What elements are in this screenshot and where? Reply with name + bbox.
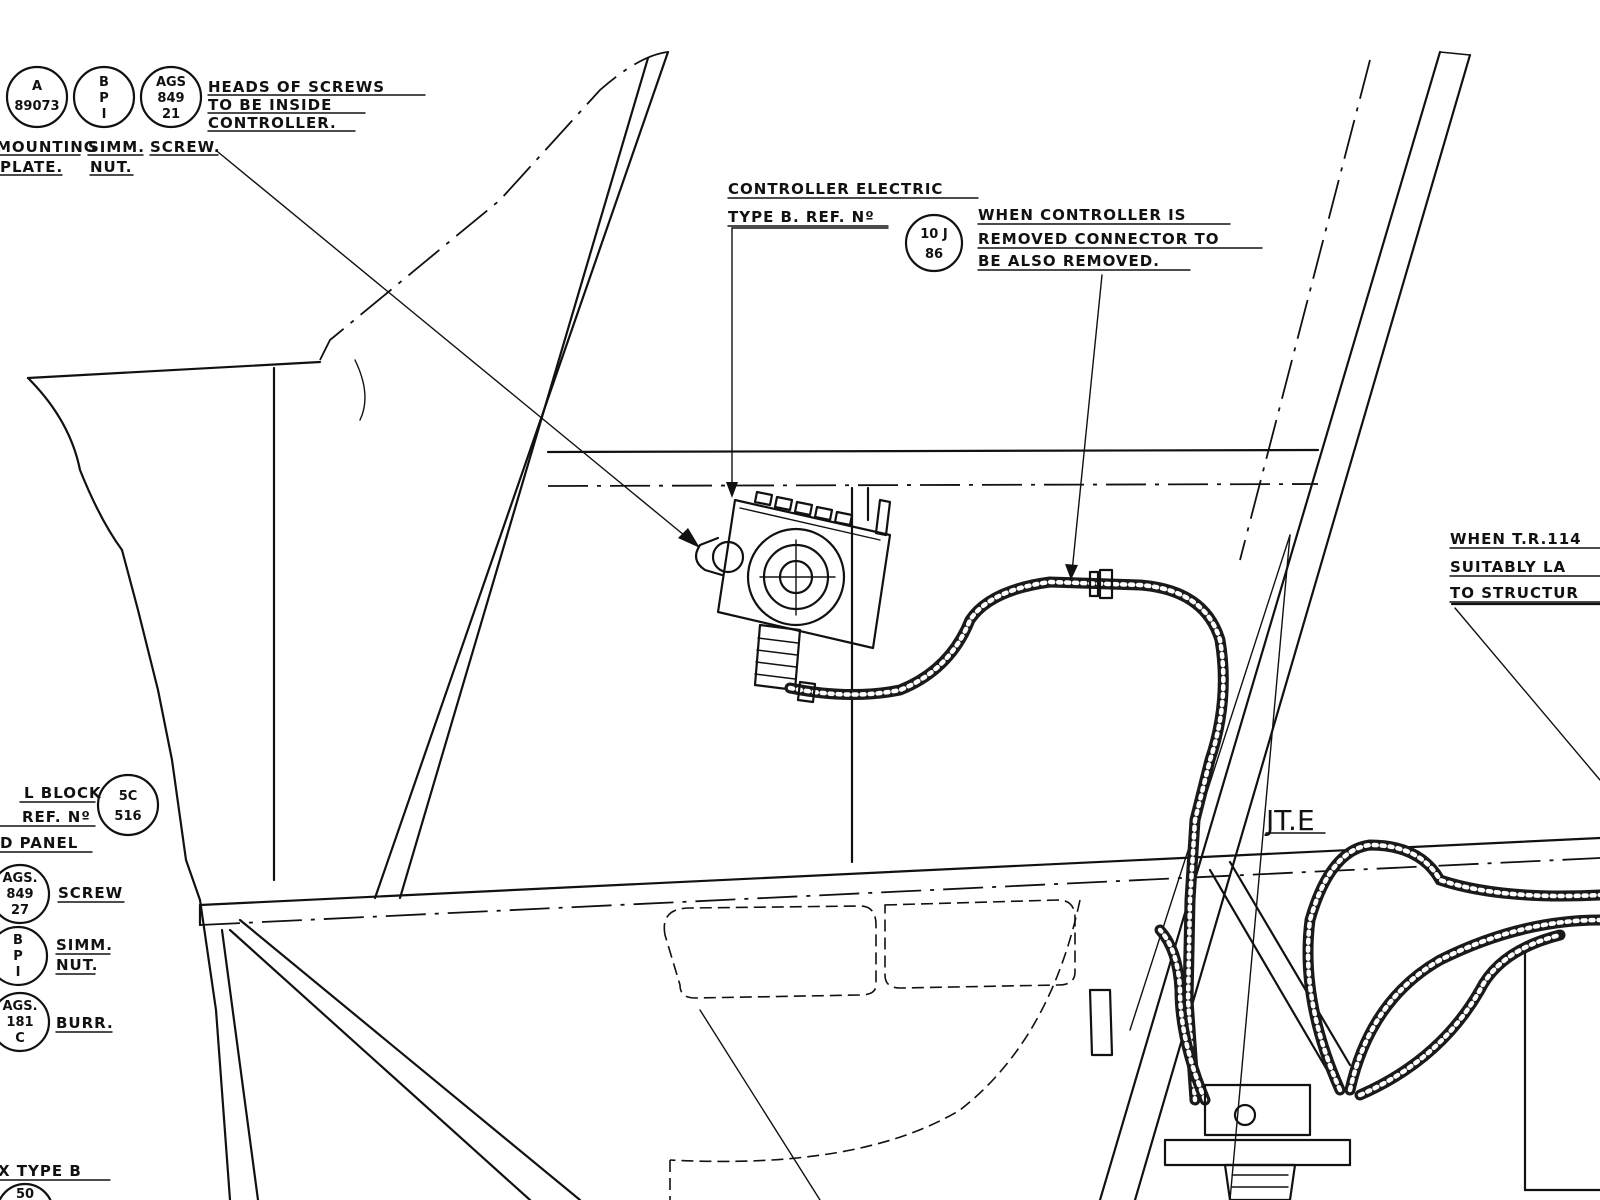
ref-circle-controller (904, 213, 964, 273)
label-simm-nut-left-2: NUT. (56, 956, 98, 974)
ref-simm-nut-top-c: I (102, 107, 107, 122)
ref-simm-nut-top-a: B (99, 75, 109, 90)
ref-simm-nut-left-c: I (16, 965, 21, 980)
note-connector-2: REMOVED CONNECTOR TO (978, 230, 1219, 248)
note-connector-1: WHEN CONTROLLER IS (978, 206, 1187, 224)
ref-burr-b: 181 (6, 1015, 33, 1030)
left-block-line2: REF. Nº (22, 808, 91, 826)
cable-harness (784, 568, 1600, 1200)
ref-mounting-plate-top: A (32, 79, 42, 94)
tr-note-group: WHEN T.R.114 SUITABLY LA TO STRUCTUR (1449, 530, 1600, 603)
ref-simm-nut-left-b: P (13, 949, 23, 964)
ref-mounting-plate-bottom: 89073 (14, 99, 59, 114)
ref-circle-left-block (96, 773, 160, 837)
bottom-label: X TYPE B (0, 1162, 82, 1180)
controller-label-line1: CONTROLLER ELECTRIC (728, 180, 943, 198)
leader-lines (217, 151, 1103, 580)
ref-circle-mounting-plate (5, 65, 69, 129)
airframe-structure (26, 50, 1600, 1200)
bottom-ref: 50 (16, 1187, 34, 1200)
controller-ref-top: 10 J (920, 227, 947, 242)
ref-screw-left-a: AGS. (2, 871, 37, 886)
ref-burr-a: AGS. (2, 999, 37, 1014)
ref-screw-left-c: 27 (11, 903, 29, 918)
left-block-line3: D PANEL (0, 834, 78, 852)
note-screw-heads-1: HEADS OF SCREWS (208, 78, 385, 96)
ref-circle-screw-top (139, 65, 203, 129)
left-reference-group: L BLOCK REF. Nº D PANEL 5C 516 AGS. 849 … (0, 773, 160, 1053)
ref-simm-nut-left-a: B (13, 933, 23, 948)
note-screw-heads-3: CONTROLLER. (208, 114, 337, 132)
screw-reference-group: A 89073 B P I AGS 849 21 HEADS OF SCREWS… (0, 65, 426, 176)
ref-simm-nut-top-b: P (99, 91, 109, 106)
ref-burr-c: C (15, 1031, 25, 1046)
ref-screw-top-c: 21 (162, 107, 180, 122)
left-block-ref-top: 5C (119, 789, 138, 804)
ref-screw-left-b: 849 (6, 887, 33, 902)
left-block-ref-bottom: 516 (114, 809, 141, 824)
note-tr-1: WHEN T.R.114 (1450, 530, 1582, 548)
note-connector-3: BE ALSO REMOVED. (978, 252, 1160, 270)
note-tr-3: TO STRUCTUR (1450, 584, 1579, 602)
electric-controller (694, 490, 892, 692)
label-screw-left: SCREW (58, 884, 123, 902)
ref-circle-burr (0, 991, 51, 1053)
note-screw-heads-2: TO BE INSIDE (208, 96, 332, 114)
ref-screw-top-a: AGS (156, 75, 186, 90)
ref-screw-top-b: 849 (157, 91, 184, 106)
label-simm-nut-top-1: SIMM. (88, 138, 145, 156)
left-block-line1: L BLOCK (24, 784, 102, 802)
controller-label-group: CONTROLLER ELECTRIC TYPE B. REF. Nº 10 J… (727, 180, 1263, 273)
label-screw-top: SCREW. (150, 138, 221, 156)
label-mounting-plate-1: MOUNTING (0, 138, 97, 156)
label-simm-nut-top-2: NUT. (90, 158, 132, 176)
ref-circle-bottom (0, 1182, 52, 1200)
note-tr-2: SUITABLY LA (1450, 558, 1566, 576)
bottom-left-label-group: X TYPE B 50 (0, 1162, 111, 1200)
joint-label: JT.E (1264, 804, 1315, 837)
label-simm-nut-left-1: SIMM. (56, 936, 113, 954)
controller-label-line2: TYPE B. REF. Nº (728, 208, 875, 226)
ref-circle-screw-left (0, 863, 51, 925)
controller-ref-bottom: 86 (925, 247, 943, 262)
ref-circle-simm-nut-top (72, 65, 136, 129)
ref-circle-simm-nut-left (0, 925, 49, 987)
label-burr: BURR. (56, 1014, 114, 1032)
label-mounting-plate-2: PLATE. (0, 158, 63, 176)
